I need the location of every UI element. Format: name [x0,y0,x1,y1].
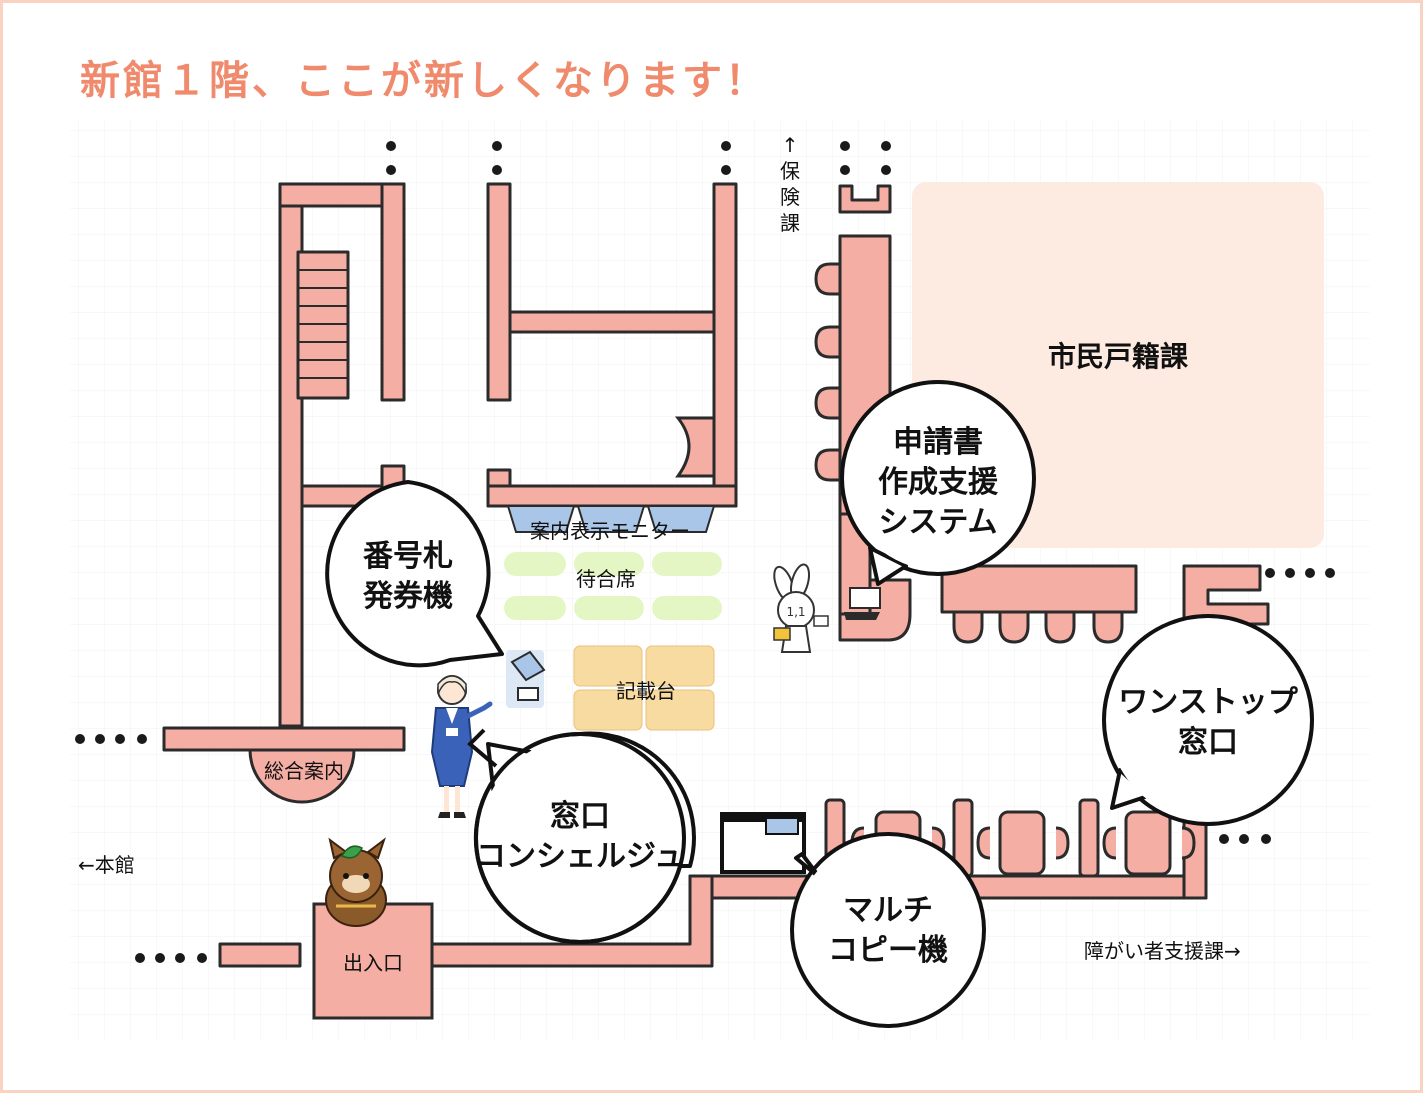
counter [940,564,1138,614]
direction-hoken-2: 険 [780,185,800,209]
stair-treads [298,252,349,398]
sogo-annai-label: 総合案内 [264,759,344,783]
waiting-label: 待合席 [576,567,636,591]
counter-chairs [814,262,1124,644]
callout-shinsei-line1: 申請書 [893,425,983,460]
callout-concierge-line2: コンシェルジュ [476,839,684,874]
svg-text:1,1: 1,1 [786,605,805,619]
door [674,416,716,478]
callout-ticket-line1: 番号札 [363,539,453,574]
wall [712,182,738,508]
shimin-label: 市民戸籍課 [1048,340,1189,373]
wall [218,942,302,968]
chair [814,448,842,482]
callout-onestop-line2: 窓口 [1178,725,1238,760]
walls [162,182,1270,968]
chair [952,610,984,644]
wall [508,310,716,334]
sogo-annai-desk [248,748,356,804]
callout-concierge-line1: 窓口 [550,799,610,834]
monitor-label: 案内表示モニター [530,519,690,543]
callout-tail-covers [480,386,1308,1022]
monitors [506,505,716,533]
writing-label: 記載台 [616,679,676,703]
callout-shinsei-line3: システム [878,505,997,540]
chair [814,386,842,420]
wall [486,484,738,508]
wall [380,182,406,402]
callout-shinsei-line2: 作成支援 [878,465,999,500]
writing-desks [573,645,715,731]
ticket-machine-icon [506,650,546,708]
page-title: 新館１階、ここが新しくなります！ [80,58,768,104]
corridor-dots [75,141,1335,963]
laptop-icon [844,587,881,620]
tanuki-mascot-icon [325,837,387,927]
direction-hoken-3: 課 [780,211,800,235]
wall [162,726,406,752]
chair [1044,610,1076,644]
waiting-seats [504,552,722,620]
wall [486,182,512,402]
chair [1092,610,1124,644]
entrance-block [312,902,434,1020]
callout-concierge [474,732,686,944]
callout-ticket [325,480,504,668]
direction-hoken-arrow: ↑ [782,133,799,157]
direction-shogai: 障がい者支援課→ [1084,939,1241,963]
concierge-tail [467,728,498,768]
callout-copier-line1: マルチ [843,893,933,928]
copier-icon [720,812,806,874]
callout-onestop-line1: ワンストップ [1118,685,1298,720]
direction-honkan: ←本館 [78,853,135,877]
callout-ticket-line2: 発券機 [362,579,453,614]
counter-corner [838,578,912,642]
entrance-label: 出入口 [343,951,403,975]
chair [814,262,842,296]
chair [998,610,1030,644]
callout-copier-line2: コピー機 [828,933,948,968]
chair [814,325,842,359]
concierge-staff-icon [430,675,493,818]
fixture [838,184,892,214]
rabbit-mascot-icon: 1,1 [773,563,829,653]
direction-hoken-1: 保 [780,159,800,183]
